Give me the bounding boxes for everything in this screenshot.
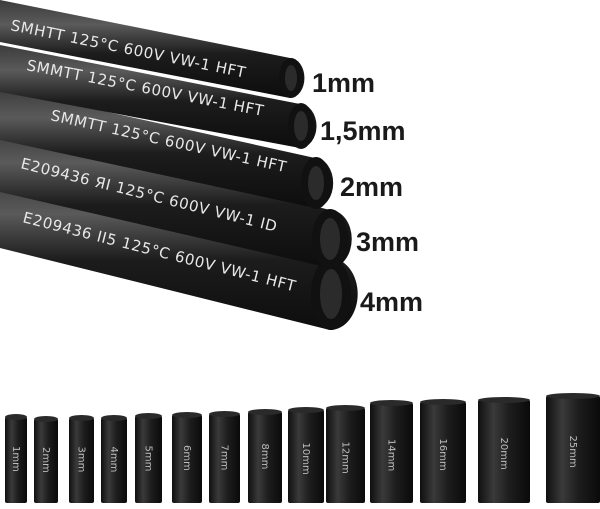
segment-9: 12mm (326, 405, 365, 503)
segment-label-2: 3mm (76, 447, 87, 473)
segment-4: 5mm (135, 413, 162, 503)
segment-label-1: 2mm (40, 447, 51, 473)
segment-label-6: 7mm (219, 445, 230, 471)
segment-3: 4mm (101, 415, 127, 503)
segment-5: 6mm (172, 412, 202, 503)
segment-label-3: 4mm (108, 447, 119, 473)
segments-row: 1mm 2mm 3mm 4mm 5mm 6mm 7mm 8mm 10mm 12mm 14mm 16mm… (5, 393, 600, 503)
segment-10: 14mm (370, 400, 413, 503)
segment-11: 16mm (420, 399, 466, 503)
segment-label-4: 5mm (143, 446, 154, 472)
segment-2: 3mm (69, 415, 94, 503)
segment-0: 1mm (5, 414, 27, 503)
segment-12: 20mm (478, 397, 530, 503)
segment-8: 10mm (288, 407, 324, 503)
segment-label-0: 1mm (10, 446, 21, 472)
segment-7: 8mm (248, 409, 282, 503)
size-label-1: 1mm (312, 68, 375, 98)
segment-label-7: 8mm (259, 444, 270, 470)
size-label-5: 4mm (360, 287, 423, 317)
segment-13: 25mm (546, 393, 600, 503)
segment-label-5: 6mm (181, 445, 192, 471)
segment-label-8: 10mm (300, 443, 311, 475)
segment-label-13: 25mm (567, 436, 578, 468)
segment-6: 7mm (209, 411, 240, 503)
segment-label-10: 14mm (386, 439, 397, 471)
size-label-4: 3mm (356, 227, 419, 257)
segment-label-12: 20mm (498, 438, 509, 470)
segment-label-9: 12mm (340, 442, 351, 474)
segment-1: 2mm (34, 416, 58, 503)
size-label-2: 1,5mm (320, 116, 406, 146)
size-label-3: 2mm (340, 172, 403, 202)
segment-label-11: 16mm (437, 439, 448, 471)
